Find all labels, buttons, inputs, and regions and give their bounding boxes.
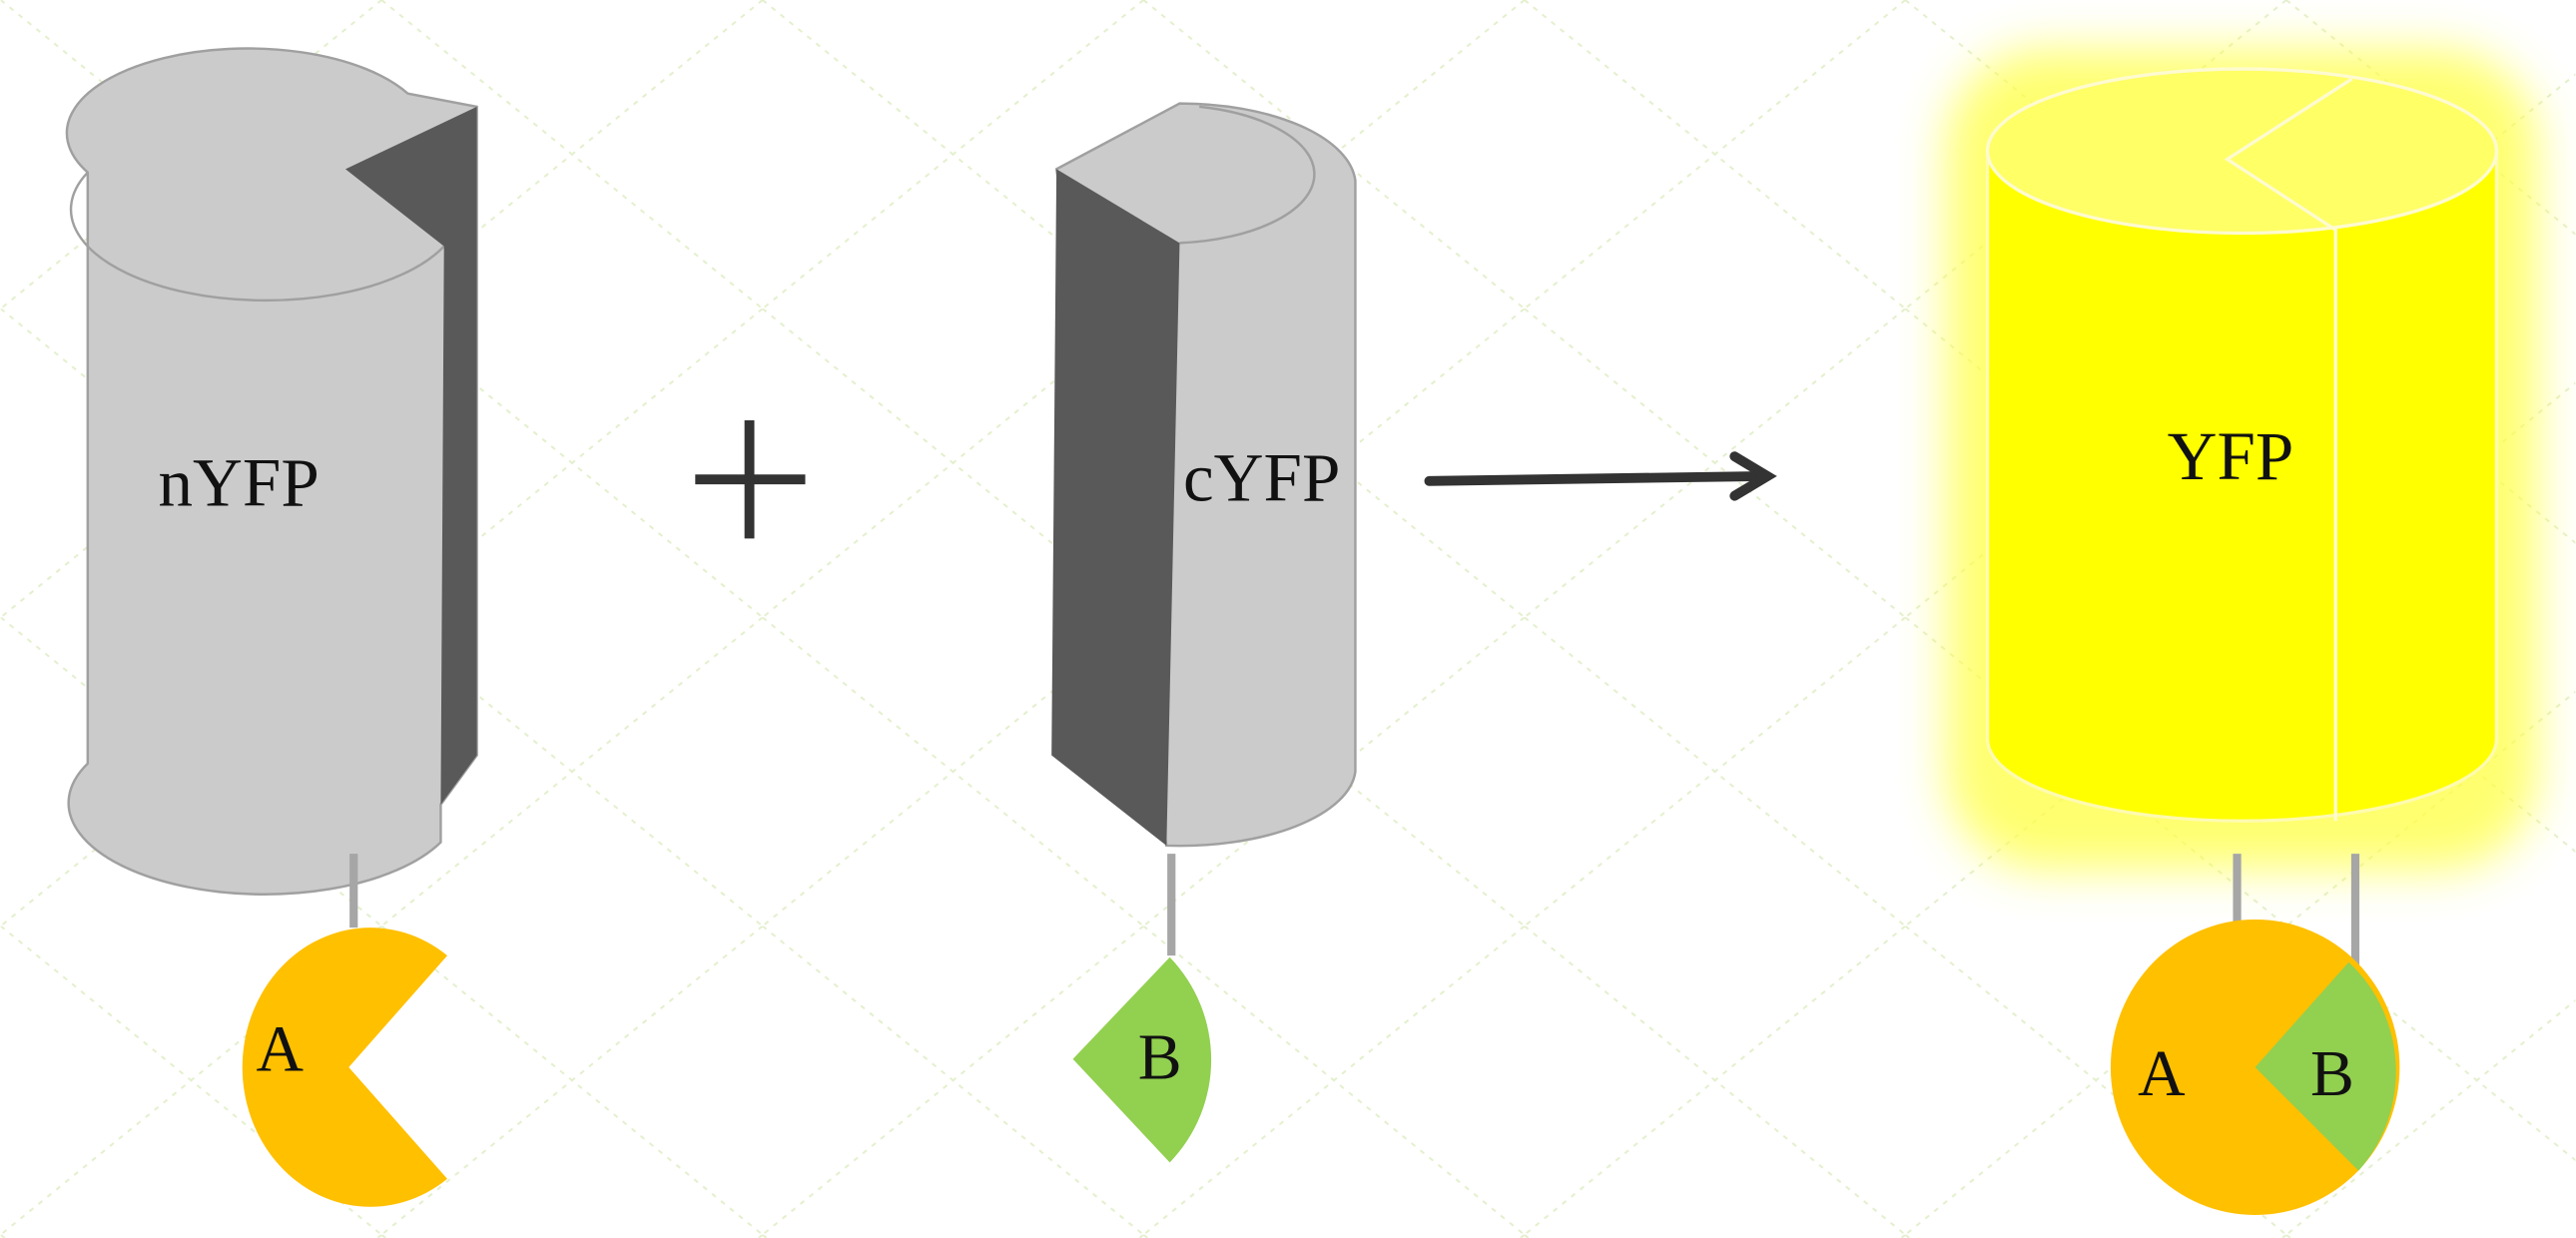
plus-icon bbox=[695, 420, 806, 539]
yfp-label: YFP bbox=[2168, 417, 2294, 494]
protein-ab-complex: A B bbox=[2110, 919, 2400, 1215]
arrow-right-icon bbox=[1424, 451, 1777, 501]
nyfp-label: nYFP bbox=[159, 444, 320, 521]
protein-a-label: A bbox=[256, 1012, 304, 1085]
protein-a: A bbox=[242, 928, 447, 1207]
cyfp-label: cYFP bbox=[1183, 439, 1340, 516]
protein-b-label: B bbox=[1138, 1020, 1182, 1093]
complex-a-label: A bbox=[2138, 1037, 2186, 1110]
nyfp-fragment: nYFP bbox=[65, 47, 478, 896]
cyfp-fragment: cYFP bbox=[1051, 102, 1357, 848]
yfp-complex: YFP bbox=[1946, 49, 2538, 871]
complex-b-label: B bbox=[2310, 1037, 2354, 1110]
protein-b: B bbox=[1072, 956, 1212, 1163]
